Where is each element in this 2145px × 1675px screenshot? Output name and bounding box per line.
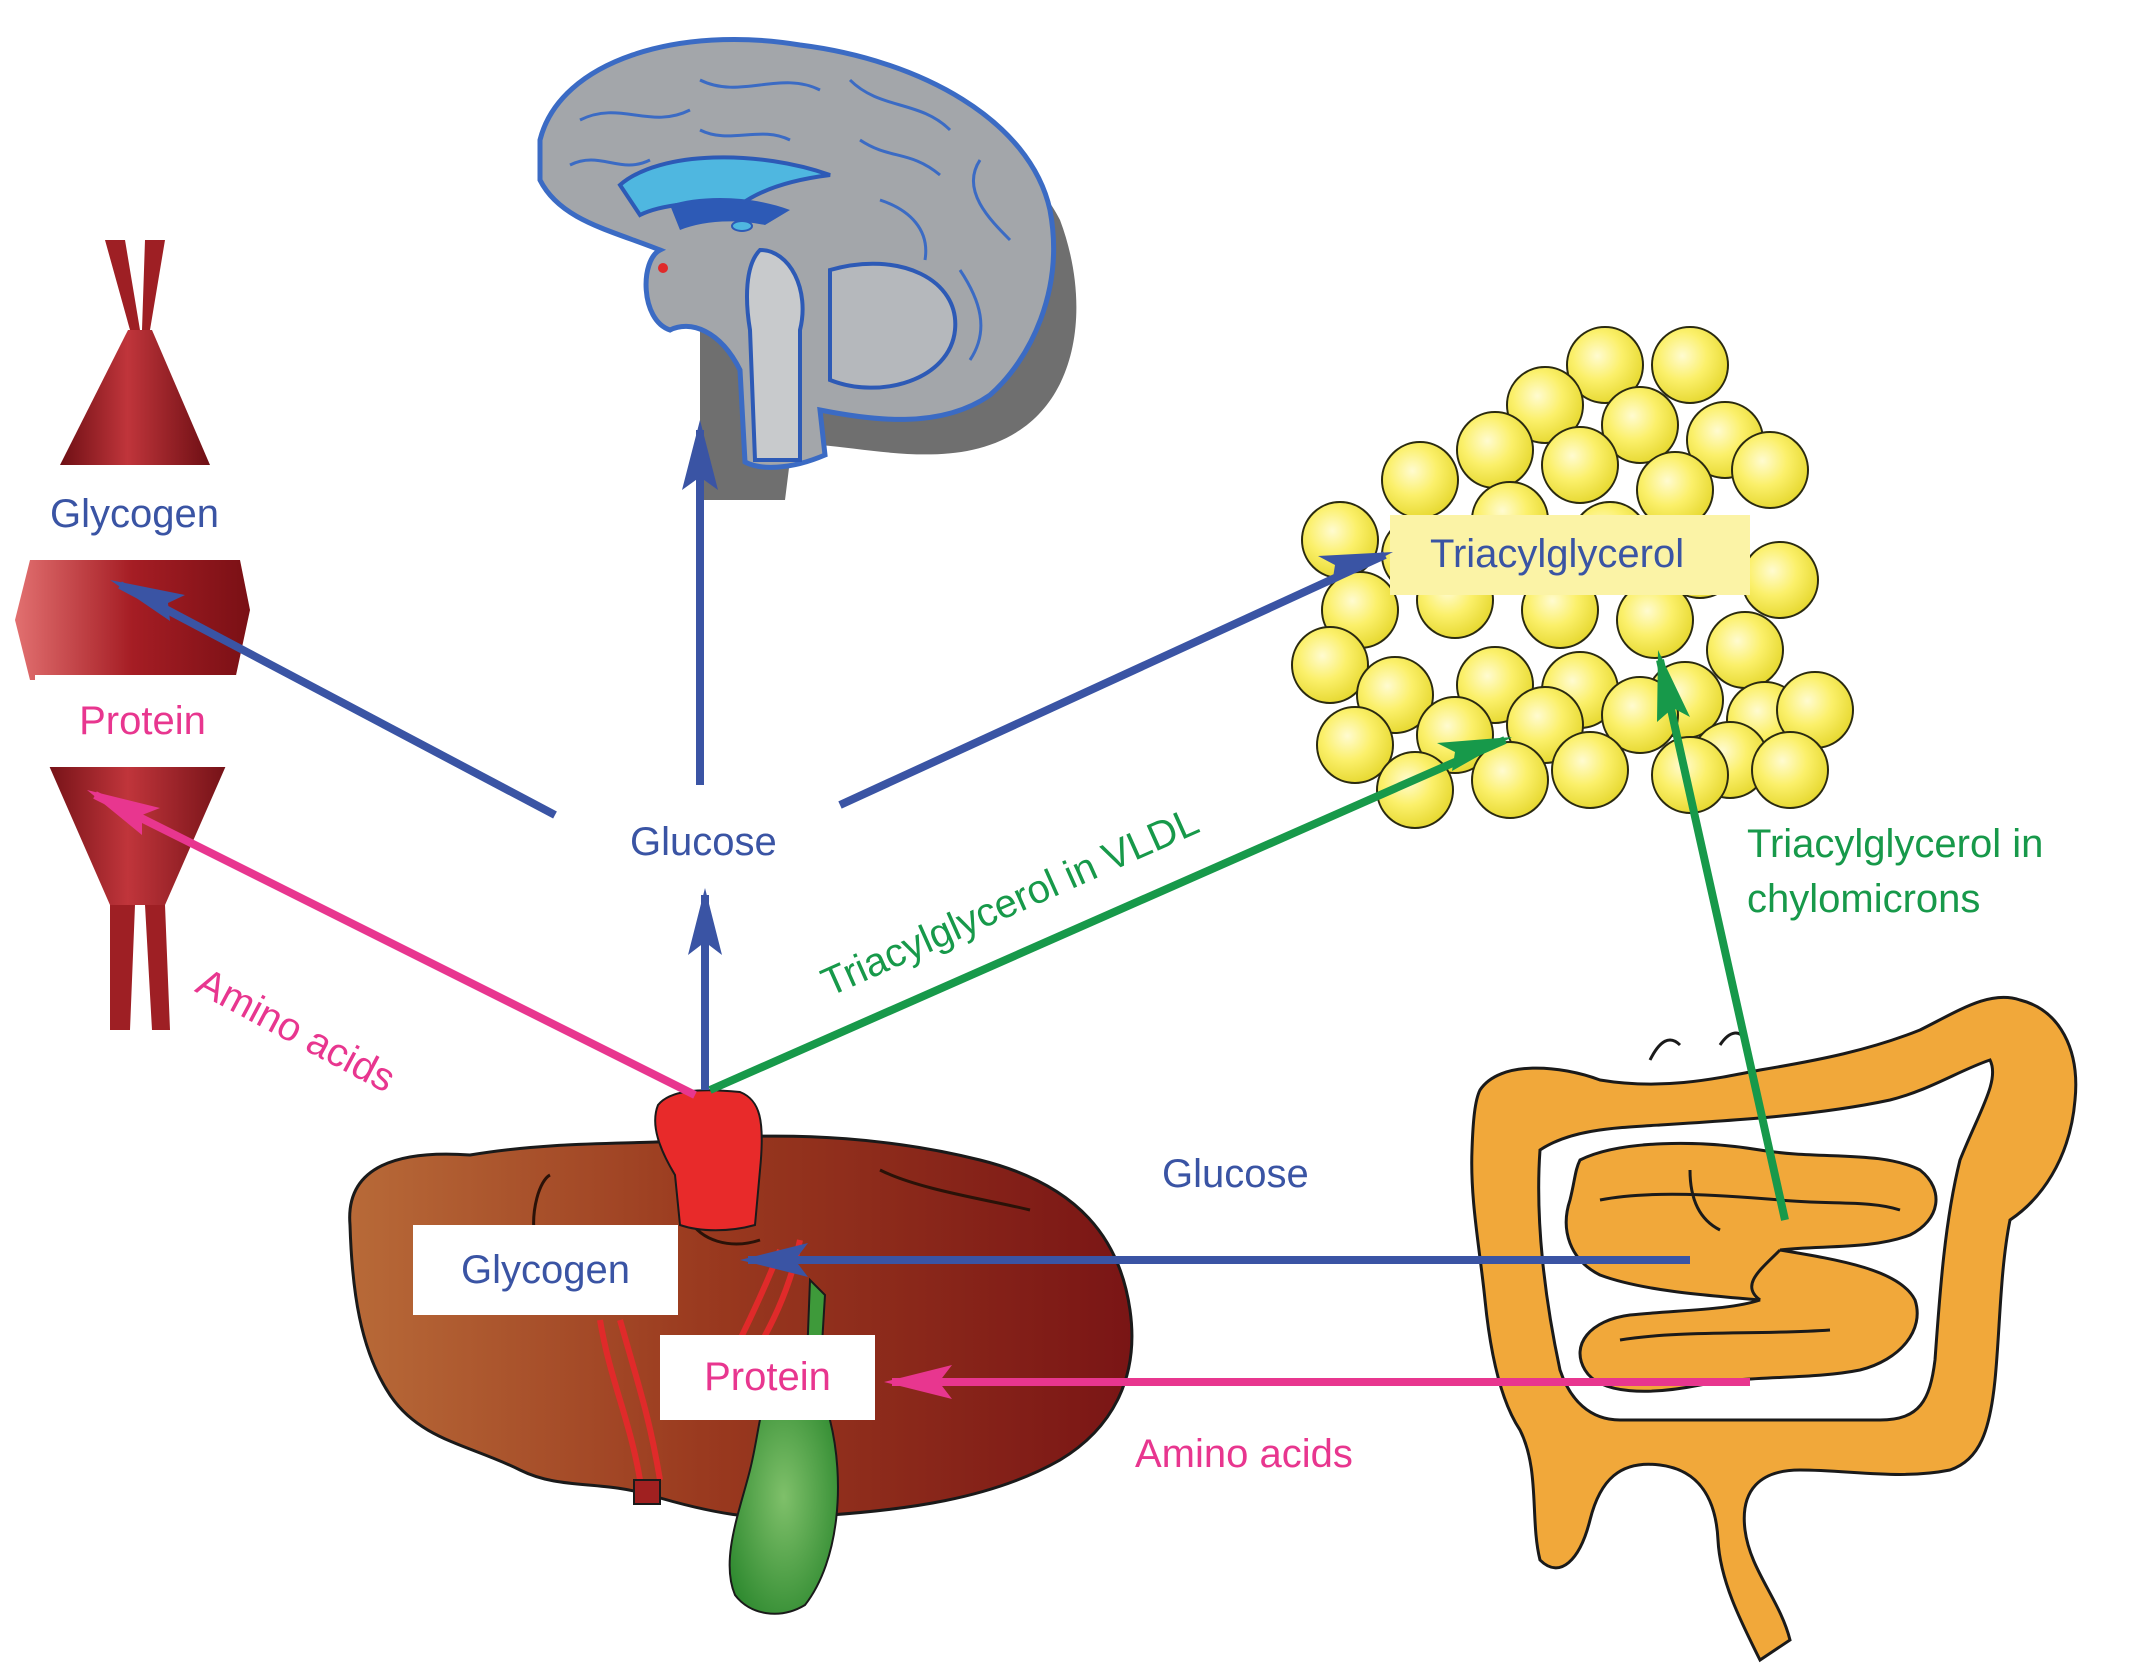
liver-protein-box: Protein (660, 1335, 875, 1420)
chylomicrons-label-line1: Triacylglycerol in (1747, 822, 2044, 866)
fat-droplet (1601, 386, 1679, 464)
brain-cerebellum (828, 261, 958, 390)
brain (537, 37, 1077, 501)
brain-ventricle (670, 198, 790, 230)
liver-glycogen-label: Glycogen (461, 1247, 630, 1292)
fat-droplet (1566, 326, 1644, 404)
arrow-intestine-to-fat-chylo (1656, 659, 1789, 1221)
fat-droplet (1706, 611, 1784, 689)
arrow-glucose-to-fat (838, 551, 1387, 809)
liver-protein-label: Protein (704, 1355, 831, 1399)
intestine (1470, 995, 2078, 1663)
muscle-tendon-top (105, 240, 165, 330)
fat-droplet (1381, 441, 1459, 519)
muscle-protein-box: Protein (35, 675, 250, 767)
glucose-center-label: Glucose (630, 820, 777, 864)
liver-glycogen-box: Glycogen (413, 1225, 678, 1315)
fat-droplet (1731, 431, 1809, 509)
fat-triacylglycerol-label: Triacylglycerol (1430, 532, 1685, 576)
brain-hypothalamus (658, 263, 668, 273)
arrowhead-glucose-to-fat (1318, 552, 1393, 584)
muscle-tendon-bottom (110, 905, 170, 1030)
muscle-belly-top (60, 330, 210, 465)
arrowhead-intestine-to-liver-amino (884, 1365, 952, 1399)
arrowhead-liver-to-fat-vldl (1437, 737, 1512, 771)
arrowhead-glucose-to-brain (682, 420, 718, 490)
arrow-liver-to-fat-vldl (708, 736, 1507, 1094)
fat-droplet (1651, 326, 1729, 404)
muscle-protein-label: Protein (79, 698, 206, 743)
vena-cava (654, 1089, 763, 1232)
amino-acids-intestine-label: Amino acids (1135, 1432, 1353, 1476)
chylomicrons-label-line2: chylomicrons (1747, 877, 1981, 921)
fat-droplet (1471, 741, 1549, 819)
arrowhead-liver-to-glucose (688, 888, 722, 955)
arrowhead-liver-to-muscle-amino (87, 790, 160, 835)
triacylglycerol-arrows (708, 650, 1789, 1221)
arrowhead-intestine-to-fat-chylo (1657, 650, 1690, 722)
small-intestine (1564, 1141, 1938, 1393)
brain-stem (745, 247, 805, 462)
fat-label-box (1390, 515, 1750, 595)
brain-gyri (569, 78, 1012, 361)
fat-droplet (1456, 411, 1534, 489)
glucose-arrows (110, 420, 1690, 1277)
arrowhead-intestine-to-liver-glucose (740, 1243, 808, 1277)
fat-droplet (1651, 736, 1729, 814)
fat-droplet (1291, 626, 1369, 704)
fat-droplet (1751, 731, 1829, 809)
fat-droplet (1741, 541, 1819, 619)
amino-acid-arrows (87, 790, 1750, 1399)
liver-vessel-end (633, 1479, 661, 1505)
muscle-belly-middle (15, 560, 250, 680)
appendix-strands (1648, 1031, 1747, 1061)
large-intestine (1470, 995, 2078, 1663)
fat-droplet (1551, 731, 1629, 809)
fat-droplet (1541, 426, 1619, 504)
liver-vessels (597, 1239, 803, 1481)
arrowhead-glucose-to-muscle (110, 580, 185, 621)
brain-ventricle-small (731, 220, 753, 232)
fat-droplet (1506, 366, 1584, 444)
muscle-glycogen-label: Glycogen (50, 492, 219, 536)
fat-droplet (1316, 706, 1394, 784)
arrow-glucose-to-muscle (118, 581, 557, 819)
glucose-intestine-label: Glucose (1162, 1152, 1309, 1196)
arrow-liver-to-muscle-amino (93, 791, 697, 1099)
